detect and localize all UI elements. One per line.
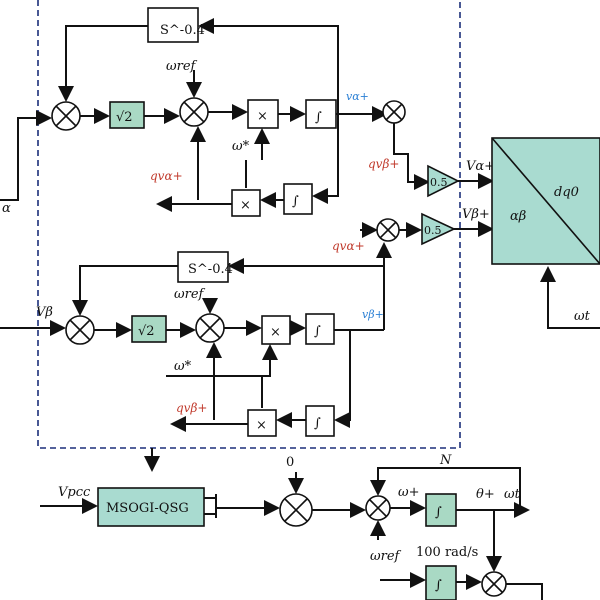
v-alpha-blue-label: vα+ bbox=[346, 90, 369, 103]
transform-bottom-label: αβ bbox=[510, 209, 526, 224]
sum-junction-mid-right bbox=[376, 218, 400, 242]
sqrt2-block-mid-label: √2 bbox=[138, 324, 155, 339]
wire bbox=[204, 494, 217, 518]
sqrt2-block-top bbox=[109, 101, 145, 129]
integrator-bottom-label: ∫ bbox=[435, 505, 442, 520]
delay-block-mid-label: S^-0.4 bbox=[188, 262, 233, 277]
gain-triangle-top bbox=[427, 164, 460, 198]
multiplier-top-label: × bbox=[257, 109, 268, 124]
w-ref-mid-label: ωref bbox=[174, 287, 206, 302]
wire bbox=[370, 467, 521, 510]
transform-divider bbox=[491, 137, 600, 265]
wire bbox=[506, 583, 543, 600]
integrator-mid-label: ∫ bbox=[314, 324, 321, 339]
gain-triangle-bottom bbox=[421, 212, 456, 246]
v-pcc-label: Vpcc bbox=[58, 485, 91, 500]
wire bbox=[312, 114, 339, 204]
wire bbox=[166, 344, 278, 377]
multiplier-top-2-label: × bbox=[240, 198, 251, 213]
q-alpha-red-mid-label: qvα+ bbox=[332, 239, 365, 253]
alpha-input-label: α bbox=[2, 201, 11, 216]
q-beta-red-label: qvβ+ bbox=[368, 157, 399, 171]
integrator-block-top bbox=[305, 99, 337, 129]
gain-top-label: 0.5 bbox=[430, 176, 448, 189]
omega-plus-label: ω+ bbox=[398, 485, 420, 500]
omega-t-label: ωt bbox=[574, 309, 591, 324]
rad-label: 100 rad/s bbox=[416, 545, 478, 560]
dashed-region-border bbox=[37, 0, 461, 449]
sum-junction-top-2 bbox=[179, 97, 209, 127]
sum-junction-bottom-3 bbox=[481, 571, 507, 597]
sum-junction-bottom-1 bbox=[279, 493, 313, 527]
v-beta-out-label: Vβ+ bbox=[462, 207, 490, 222]
sum-junction-bottom-2 bbox=[365, 495, 391, 521]
q-beta-red-low-label: qvβ+ bbox=[176, 401, 207, 415]
integrator-bottom-2-label: ∫ bbox=[435, 578, 442, 593]
v-beta-blue-label: vβ+ bbox=[362, 308, 384, 321]
w-top-label: ω* bbox=[232, 139, 250, 154]
integrator-top-label: ∫ bbox=[315, 110, 322, 125]
gain-bottom-label: 0.5 bbox=[424, 224, 442, 237]
msogi-qsg-label: MSOGI-QSG bbox=[106, 501, 189, 516]
transform-top-label: dq0 bbox=[554, 185, 579, 200]
q-alpha-red-label: qvα+ bbox=[150, 169, 183, 183]
multiplier-block-top bbox=[247, 99, 279, 129]
msogi-qsg-block bbox=[97, 487, 205, 527]
feedback-wire-top bbox=[58, 25, 148, 102]
delay-input-wire-top bbox=[198, 18, 339, 114]
zero-label: 0 bbox=[286, 455, 294, 470]
sum-junction-mid-1 bbox=[65, 315, 95, 345]
delay-block-top bbox=[147, 7, 199, 43]
wire bbox=[540, 266, 600, 329]
delay-block-mid bbox=[177, 251, 229, 283]
delay-block-top-label: S^-0.4 bbox=[160, 23, 205, 38]
integrator-mid-2-label: ∫ bbox=[314, 416, 321, 431]
v-alpha-out-label: Vα+ bbox=[466, 159, 495, 174]
theta-out-label: ωt bbox=[504, 487, 521, 502]
theta-plus-label: θ+ bbox=[476, 487, 495, 502]
sum-junction-top-right bbox=[382, 100, 406, 124]
v-beta-label: Vβ bbox=[36, 305, 53, 320]
n-label: N bbox=[439, 453, 452, 468]
wire bbox=[72, 265, 178, 316]
w-mid-label: ω* bbox=[174, 359, 192, 374]
multiplier-mid-2-label: × bbox=[256, 418, 267, 433]
wire bbox=[334, 330, 351, 428]
sum-junction-top-1 bbox=[51, 101, 81, 131]
sum-junction-mid-2 bbox=[195, 313, 225, 343]
alpha-input-wire bbox=[0, 110, 52, 201]
multiplier-mid-label: × bbox=[270, 325, 281, 340]
w-ref-top-label: ωref bbox=[166, 59, 198, 74]
integrator-top-2-label: ∫ bbox=[292, 194, 299, 209]
wire bbox=[393, 123, 430, 190]
w-ref-low-label: ωref bbox=[370, 549, 402, 564]
sqrt2-block-top-label: √2 bbox=[116, 110, 133, 125]
